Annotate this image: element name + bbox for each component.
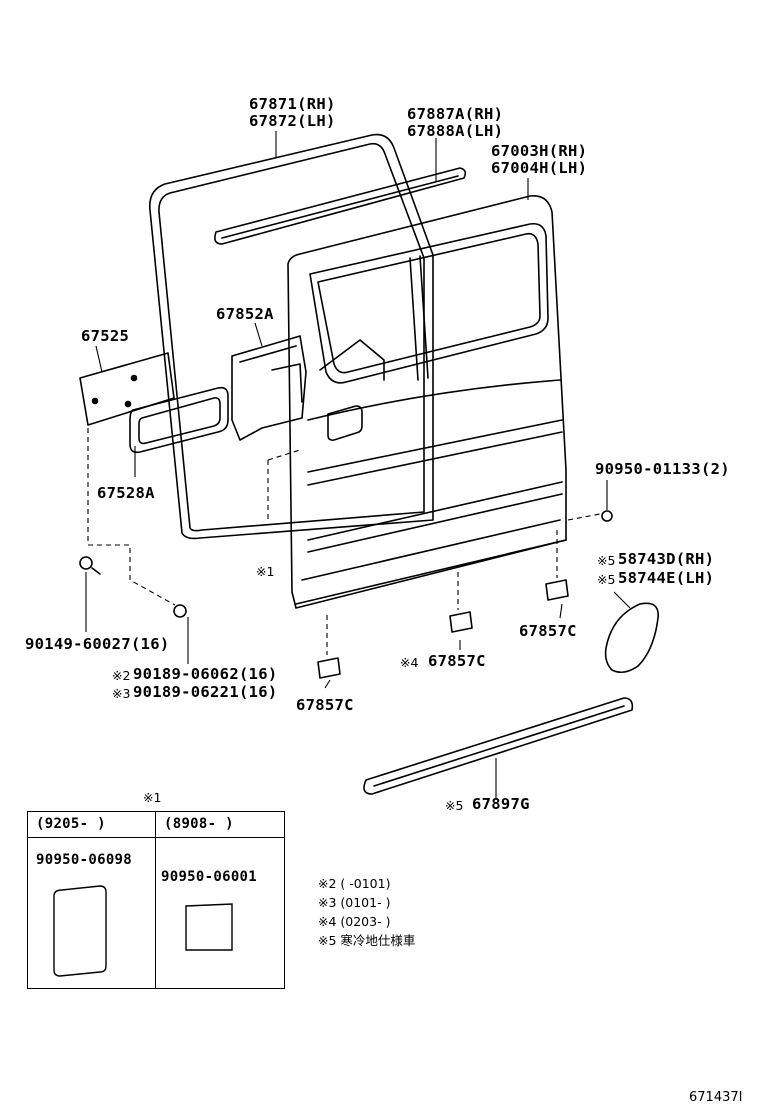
inset-col2-part: 90950-06001 — [161, 869, 258, 885]
inset-table: (9205- ) (8908- ) 90950-06098 90950-0600… — [27, 811, 285, 989]
mark-5-58744e: ※5 — [597, 572, 616, 587]
inset-col1-header: (9205- ) — [36, 816, 106, 832]
inset-title: ※1 — [143, 790, 162, 805]
mark-1: ※1 — [256, 564, 275, 579]
mark-3: ※3 — [112, 686, 131, 701]
mark-2: ※2 — [112, 668, 131, 683]
label-67857c-right: 67857C — [519, 622, 577, 640]
label-90189-06062: 90189-06062(16) — [133, 665, 278, 683]
label-67897g: 67897G — [472, 795, 530, 813]
label-67004h: 67004H(LH) — [491, 159, 588, 177]
clip-67857c-right — [545, 579, 569, 601]
label-67857c-mid: 67857C — [428, 652, 486, 670]
screw-90149 — [79, 556, 93, 570]
inset-header-row — [28, 812, 284, 838]
figure-id: 671437I — [689, 1090, 743, 1105]
inset-divider — [155, 812, 156, 988]
label-67003h: 67003H(RH) — [491, 142, 588, 160]
weatherstrip-67871 — [148, 133, 434, 540]
clip-67857c-mid — [449, 611, 473, 633]
window-channel-67887a — [214, 167, 467, 245]
label-67857c-left: 67857C — [296, 696, 354, 714]
inset-col2-header: (8908- ) — [164, 816, 234, 832]
label-90189-06221: 90189-06221(16) — [133, 683, 278, 701]
moulding-67897g — [363, 697, 634, 795]
mark-5-67897g: ※5 — [445, 798, 464, 813]
label-67887a: 67887A(RH) — [407, 105, 504, 123]
plug-90950-01133 — [601, 510, 613, 522]
label-67871: 67871(RH) — [249, 95, 336, 113]
label-67888a: 67888A(LH) — [407, 122, 504, 140]
mark-5-58743d: ※5 — [597, 553, 616, 568]
label-67852a: 67852A — [216, 305, 274, 323]
note-4: ※4 (0203- ) — [318, 914, 391, 929]
label-67528a: 67528A — [97, 484, 155, 502]
clip-67857c-left — [317, 657, 341, 679]
note-5: ※5 寒冷地仕様車 — [318, 933, 416, 948]
note-2: ※2 ( -0101) — [318, 876, 391, 891]
label-67872: 67872(LH) — [249, 112, 336, 130]
screw-90189 — [173, 604, 187, 618]
plug-90950-06001 — [185, 903, 233, 951]
inner-trim-67852a — [231, 335, 307, 441]
label-67525: 67525 — [81, 327, 130, 345]
cover-58743d — [604, 602, 659, 674]
label-90149-60027: 90149-60027(16) — [25, 635, 170, 653]
label-90950-01133: 90950-01133(2) — [595, 460, 730, 478]
note-3: ※3 (0101- ) — [318, 895, 391, 910]
panel-67525 — [79, 352, 175, 426]
sliding-door-67003h — [287, 195, 567, 609]
inset-col1-part: 90950-06098 — [36, 852, 133, 868]
mark-4: ※4 — [400, 655, 419, 670]
label-58743d: 58743D(RH) — [618, 550, 715, 568]
plug-90950-06098 — [53, 885, 107, 977]
panel-67528a — [129, 386, 229, 454]
label-58744e: 58744E(LH) — [618, 569, 715, 587]
